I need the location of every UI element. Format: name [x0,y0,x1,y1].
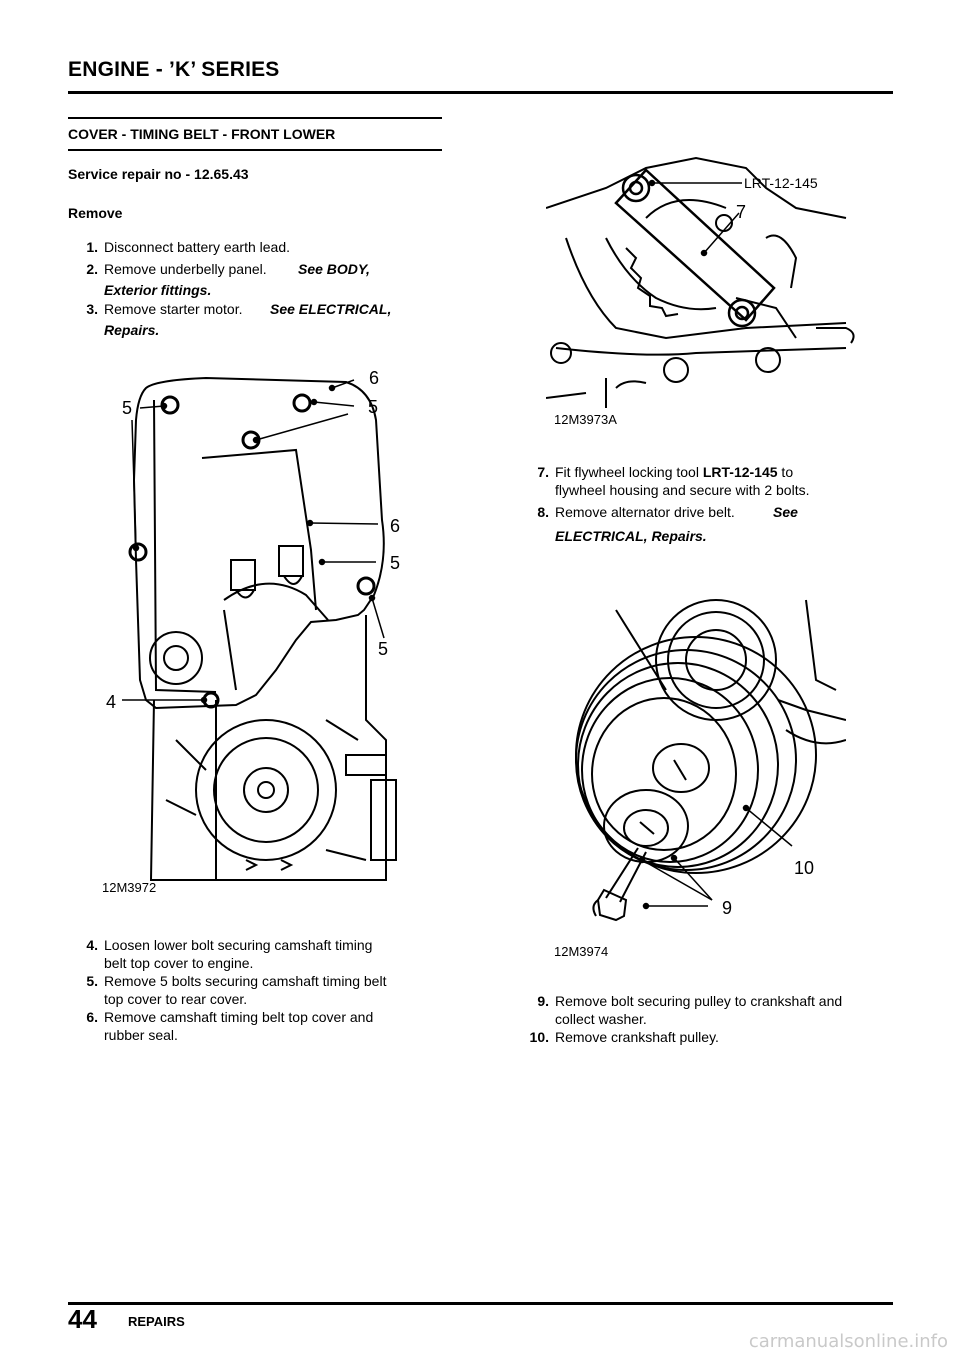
step-5: 5. Remove 5 bolts securing camshaft timi… [68,972,448,1010]
callout-4: 4 [106,692,116,712]
step-text-line1: Remove crankshaft pulley. [555,1029,719,1045]
step-text: Remove starter motor. [104,301,243,317]
bolt-heads [128,393,376,709]
step-text: to [777,464,794,480]
callout-9: 9 [722,898,732,918]
callout-leaders [638,804,793,910]
tool-label: LRT-12-145 [744,175,818,191]
cross-reference-link[interactable]: See BODY, [298,261,370,277]
step-text-line2: collect washer. [555,1011,647,1027]
step-number: 5. [86,973,98,989]
page-number: 44 [68,1304,97,1334]
step-7: 7. Fit flywheel locking tool LRT-12-145 … [519,463,899,501]
step-1: 1. Disconnect battery earth lead. [68,238,448,256]
callout-5-mid: 5 [390,553,400,573]
section-rule-top [68,117,442,119]
step-number: 8. [537,504,549,520]
step-text-line1: Fit flywheel locking tool LRT-12-145 to [555,463,793,481]
step-10: 10. Remove crankshaft pulley. [519,1028,899,1048]
step-4: 4. Loosen lower bolt securing camshaft t… [68,936,448,974]
figure-timing-cover: 5 6 5 6 5 5 4 12M3972 [102,368,400,895]
engine-drawing [132,376,397,881]
flywheel-drawing [546,156,855,408]
callout-7: 7 [736,202,746,222]
cross-reference-link[interactable]: Exterior fittings. [104,282,212,298]
figure-crankshaft-pulley: 10 9 12M3974 [554,599,846,959]
callout-5-low: 5 [378,639,388,659]
callout-5-top-left: 5 [122,398,132,418]
figure-label: 12M3974 [554,944,608,959]
step-text-line2: rubber seal. [104,1027,178,1043]
step-8: 8. Remove alternator drive belt. See ELE… [519,503,899,544]
step-number: 4. [86,937,98,953]
locking-tool [614,168,776,328]
step-text: Remove alternator drive belt. [555,504,735,520]
footer-rule [68,1302,893,1305]
step-number: 2. [86,261,98,277]
callout-6-top: 6 [369,368,379,388]
step-text: Disconnect battery earth lead. [104,239,290,255]
footer-section-label: REPAIRS [128,1314,185,1329]
step-number: 1. [86,239,98,255]
remove-heading: Remove [68,205,123,221]
step-text: Remove underbelly panel. [104,261,267,277]
callout-leaders [122,379,385,704]
step-3: 3. Remove starter motor. See ELECTRICAL,… [68,300,448,340]
step-text-line1: Remove bolt securing pulley to crankshaf… [555,993,843,1009]
step-number: 3. [86,301,98,317]
step-text: Fit flywheel locking tool [555,464,703,480]
crankshaft-drawing [575,599,846,922]
section-title: COVER - TIMING BELT - FRONT LOWER [68,126,336,142]
step-2: 2. Remove underbelly panel. See BODY, Ex… [68,260,448,300]
step-text-line2: belt top cover to engine. [104,955,254,971]
step-number: 7. [537,464,549,480]
step-text-line1: Remove 5 bolts securing camshaft timing … [104,973,387,989]
service-repair-number: Service repair no - 12.65.43 [68,166,249,182]
figure-flywheel-locking-tool: LRT-12-145 7 12M3973A [546,156,855,427]
figure-label: 12M3972 [102,880,156,895]
cross-reference-link[interactable]: See [773,504,798,520]
step-text-line2: flywheel housing and secure with 2 bolts… [555,482,810,498]
step-text-line2: top cover to rear cover. [104,991,248,1007]
header-rule [68,91,893,94]
watermark: carmanualsonline.info [748,1331,948,1352]
step-number: 10. [529,1029,549,1045]
step-number: 6. [86,1009,98,1025]
step-6: 6. Remove camshaft timing belt top cover… [68,1008,448,1046]
cross-reference-link[interactable]: Repairs. [104,322,160,338]
cross-reference-link[interactable]: ELECTRICAL, Repairs. [555,528,707,544]
callout-5-top-right: 5 [368,397,378,417]
figure-label: 12M3973A [554,412,617,427]
callout-leaders [648,179,742,257]
callout-6-mid: 6 [390,516,400,536]
section-rule-bottom [68,149,442,151]
step-9: 9. Remove bolt securing pulley to cranks… [519,992,899,1030]
cross-reference-link[interactable]: See ELECTRICAL, [270,301,392,317]
callout-10: 10 [794,858,814,878]
step-number: 9. [537,993,549,1009]
page-header-title: ENGINE - ’K’ SERIES [68,58,280,81]
step-text-line1: Loosen lower bolt securing camshaft timi… [104,937,373,953]
step-text-line1: Remove camshaft timing belt top cover an… [104,1009,374,1025]
tool-number: LRT-12-145 [702,464,778,480]
